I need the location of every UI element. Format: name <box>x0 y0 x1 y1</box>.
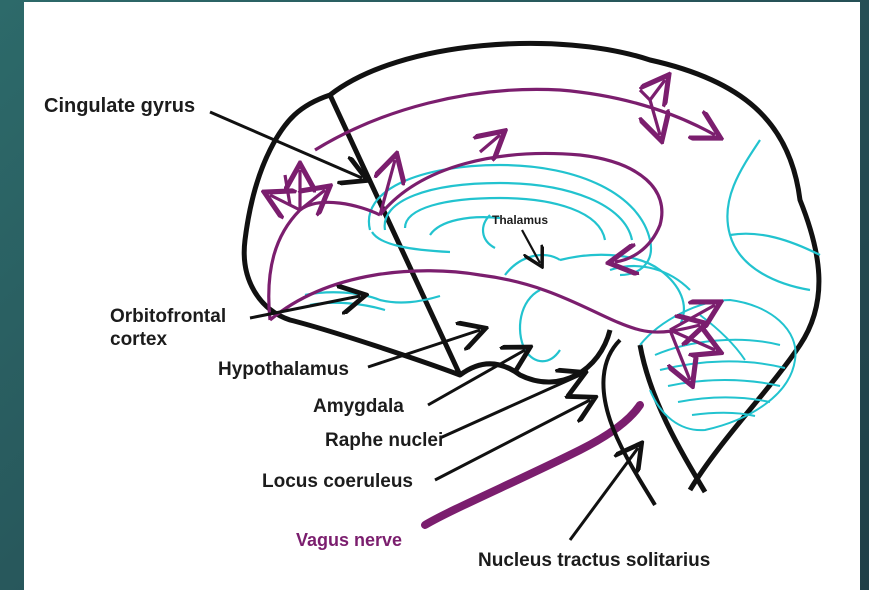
pointer-amygdala <box>428 350 525 405</box>
label-orbitofrontal-line2: cortex <box>110 329 167 350</box>
label-hypothalamus: Hypothalamus <box>218 359 349 380</box>
brain-outline <box>244 43 819 492</box>
label-locus-coeruleus: Locus coeruleus <box>262 471 413 492</box>
limbic-structures <box>305 140 820 361</box>
pointer-nts <box>570 448 638 540</box>
vagus-nerve-tract <box>425 405 640 525</box>
label-orbitofrontal-line1: Orbitofrontal <box>110 306 226 327</box>
label-raphe-nuclei: Raphe nuclei <box>325 430 443 451</box>
label-vagus-nerve: Vagus nerve <box>296 530 402 550</box>
label-nucleus-tractus-solitarius: Nucleus tractus solitarius <box>478 550 710 571</box>
pointer-raphe <box>440 375 580 438</box>
label-thalamus: Thalamus <box>492 213 548 227</box>
label-cingulate-gyrus: Cingulate gyrus <box>44 95 195 117</box>
pointer-locus <box>435 400 590 480</box>
label-amygdala: Amygdala <box>313 396 404 417</box>
